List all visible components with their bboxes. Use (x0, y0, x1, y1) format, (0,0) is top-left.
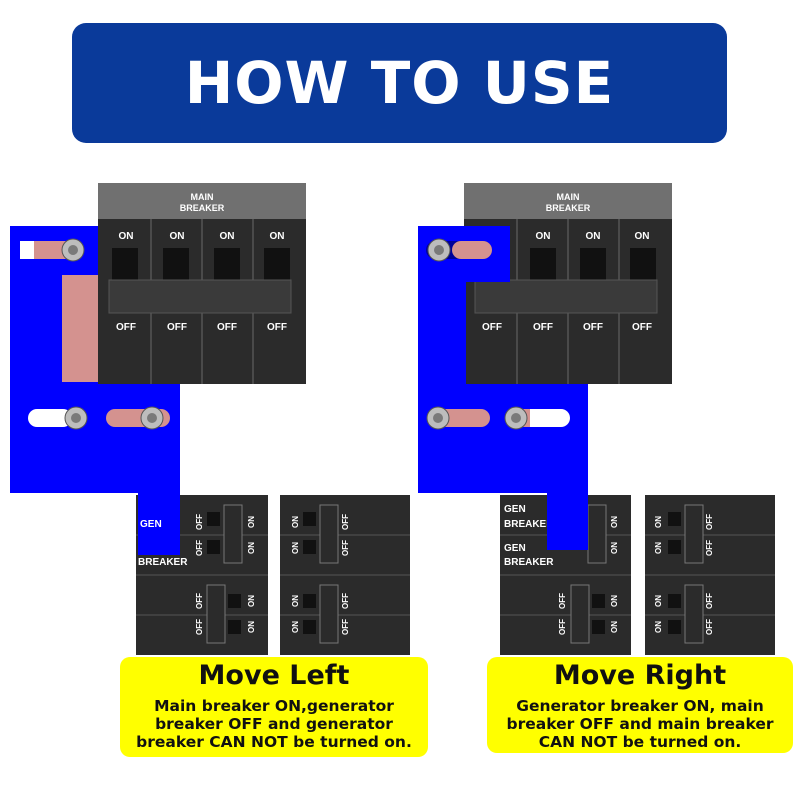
on-label: ON (610, 595, 619, 607)
callout-move-left: Move Left Main breaker ON,generator brea… (120, 657, 428, 757)
on-label: ON (610, 516, 619, 528)
bolt-icon (64, 406, 88, 430)
on-label: ON (635, 231, 650, 242)
off-label: OFF (705, 619, 714, 635)
on-label: ON (610, 621, 619, 633)
main-breaker-handle-bar (108, 279, 292, 314)
bolt-icon (504, 406, 528, 430)
page-title: HOW TO USE (184, 49, 615, 117)
interlock-plate (418, 226, 588, 550)
on-label: ON (654, 621, 663, 633)
off-label: OFF (583, 322, 603, 333)
slot (62, 275, 98, 382)
gen-breaker-label-line2: BREAKER (504, 557, 554, 568)
on-label: ON (291, 516, 300, 528)
on-label: ON (586, 231, 601, 242)
off-label: OFF (341, 514, 350, 530)
off-label: OFF (705, 593, 714, 609)
on-label: ON (291, 542, 300, 554)
off-label: OFF (632, 322, 652, 333)
main-breaker-handle-bar (474, 279, 658, 314)
on-label: ON (247, 595, 256, 607)
bolt-icon (140, 406, 164, 430)
off-label: OFF (116, 322, 136, 333)
branch-breakers: GEN BREAKER GEN BREAKER ON ON OFF OFF ON… (500, 495, 775, 655)
gen-breaker-label-line1: GEN (504, 504, 526, 515)
panel-right: MAIN BREAKER ON ON ON OFF OFF OFF OFF (418, 183, 775, 655)
main-breaker-label-line1: MAIN (557, 192, 580, 202)
main-breaker-label-line2: BREAKER (546, 203, 591, 213)
off-label: OFF (195, 593, 204, 609)
off-label: OFF (341, 540, 350, 556)
off-label: OFF (482, 322, 502, 333)
gen-breaker-label-line1: GEN (140, 519, 162, 530)
callout-text: Main breaker ON,generator breaker OFF an… (136, 697, 412, 751)
off-label: OFF (195, 540, 204, 556)
callout-text: Generator breaker ON, main breaker OFF a… (506, 697, 774, 751)
on-label: ON (654, 516, 663, 528)
on-label: ON (654, 542, 663, 554)
off-label: OFF (167, 322, 187, 333)
off-label: OFF (533, 322, 553, 333)
callout-title: Move Left (198, 660, 350, 691)
off-label: OFF (341, 593, 350, 609)
on-label: ON (270, 231, 285, 242)
on-label: ON (291, 595, 300, 607)
on-label: ON (654, 595, 663, 607)
callout-title: Move Right (553, 660, 727, 691)
off-label: OFF (705, 514, 714, 530)
off-label: OFF (217, 322, 237, 333)
off-label: OFF (195, 514, 204, 530)
bolt-icon (426, 406, 450, 430)
main-breaker-label-line2: BREAKER (180, 203, 225, 213)
main-breaker: MAIN BREAKER ON ON ON OFF OFF OFF OFF (464, 183, 672, 384)
off-label: OFF (705, 540, 714, 556)
bolt-icon (427, 238, 451, 262)
slot (28, 409, 72, 427)
gen-breaker-label-line2: BREAKER (504, 519, 554, 530)
on-label: ON (220, 231, 235, 242)
off-label: OFF (267, 322, 287, 333)
on-label: ON (291, 621, 300, 633)
on-label: ON (247, 621, 256, 633)
interlock-plate (10, 226, 180, 555)
on-label: ON (119, 231, 134, 242)
gen-breaker-label-line1: GEN (504, 543, 526, 554)
header-banner: HOW TO USE (72, 23, 727, 143)
on-label: ON (536, 231, 551, 242)
on-label: ON (247, 516, 256, 528)
off-label: OFF (341, 619, 350, 635)
off-label: OFF (558, 593, 567, 609)
slot (518, 409, 570, 427)
callout-move-right: Move Right Generator breaker ON, main br… (487, 657, 793, 753)
gen-breaker-label-line2: BREAKER (138, 557, 188, 568)
off-label: OFF (558, 619, 567, 635)
off-label: OFF (195, 619, 204, 635)
main-breaker-label-line1: MAIN (191, 192, 214, 202)
panel-left: MAIN BREAKER ON ON ON ON OFF OFF OFF OFF (10, 183, 410, 655)
on-label: ON (170, 231, 185, 242)
main-breaker: MAIN BREAKER ON ON ON ON OFF OFF OFF OFF (98, 183, 306, 384)
on-label: ON (247, 542, 256, 554)
bolt-icon (61, 238, 85, 262)
on-label: ON (610, 542, 619, 554)
